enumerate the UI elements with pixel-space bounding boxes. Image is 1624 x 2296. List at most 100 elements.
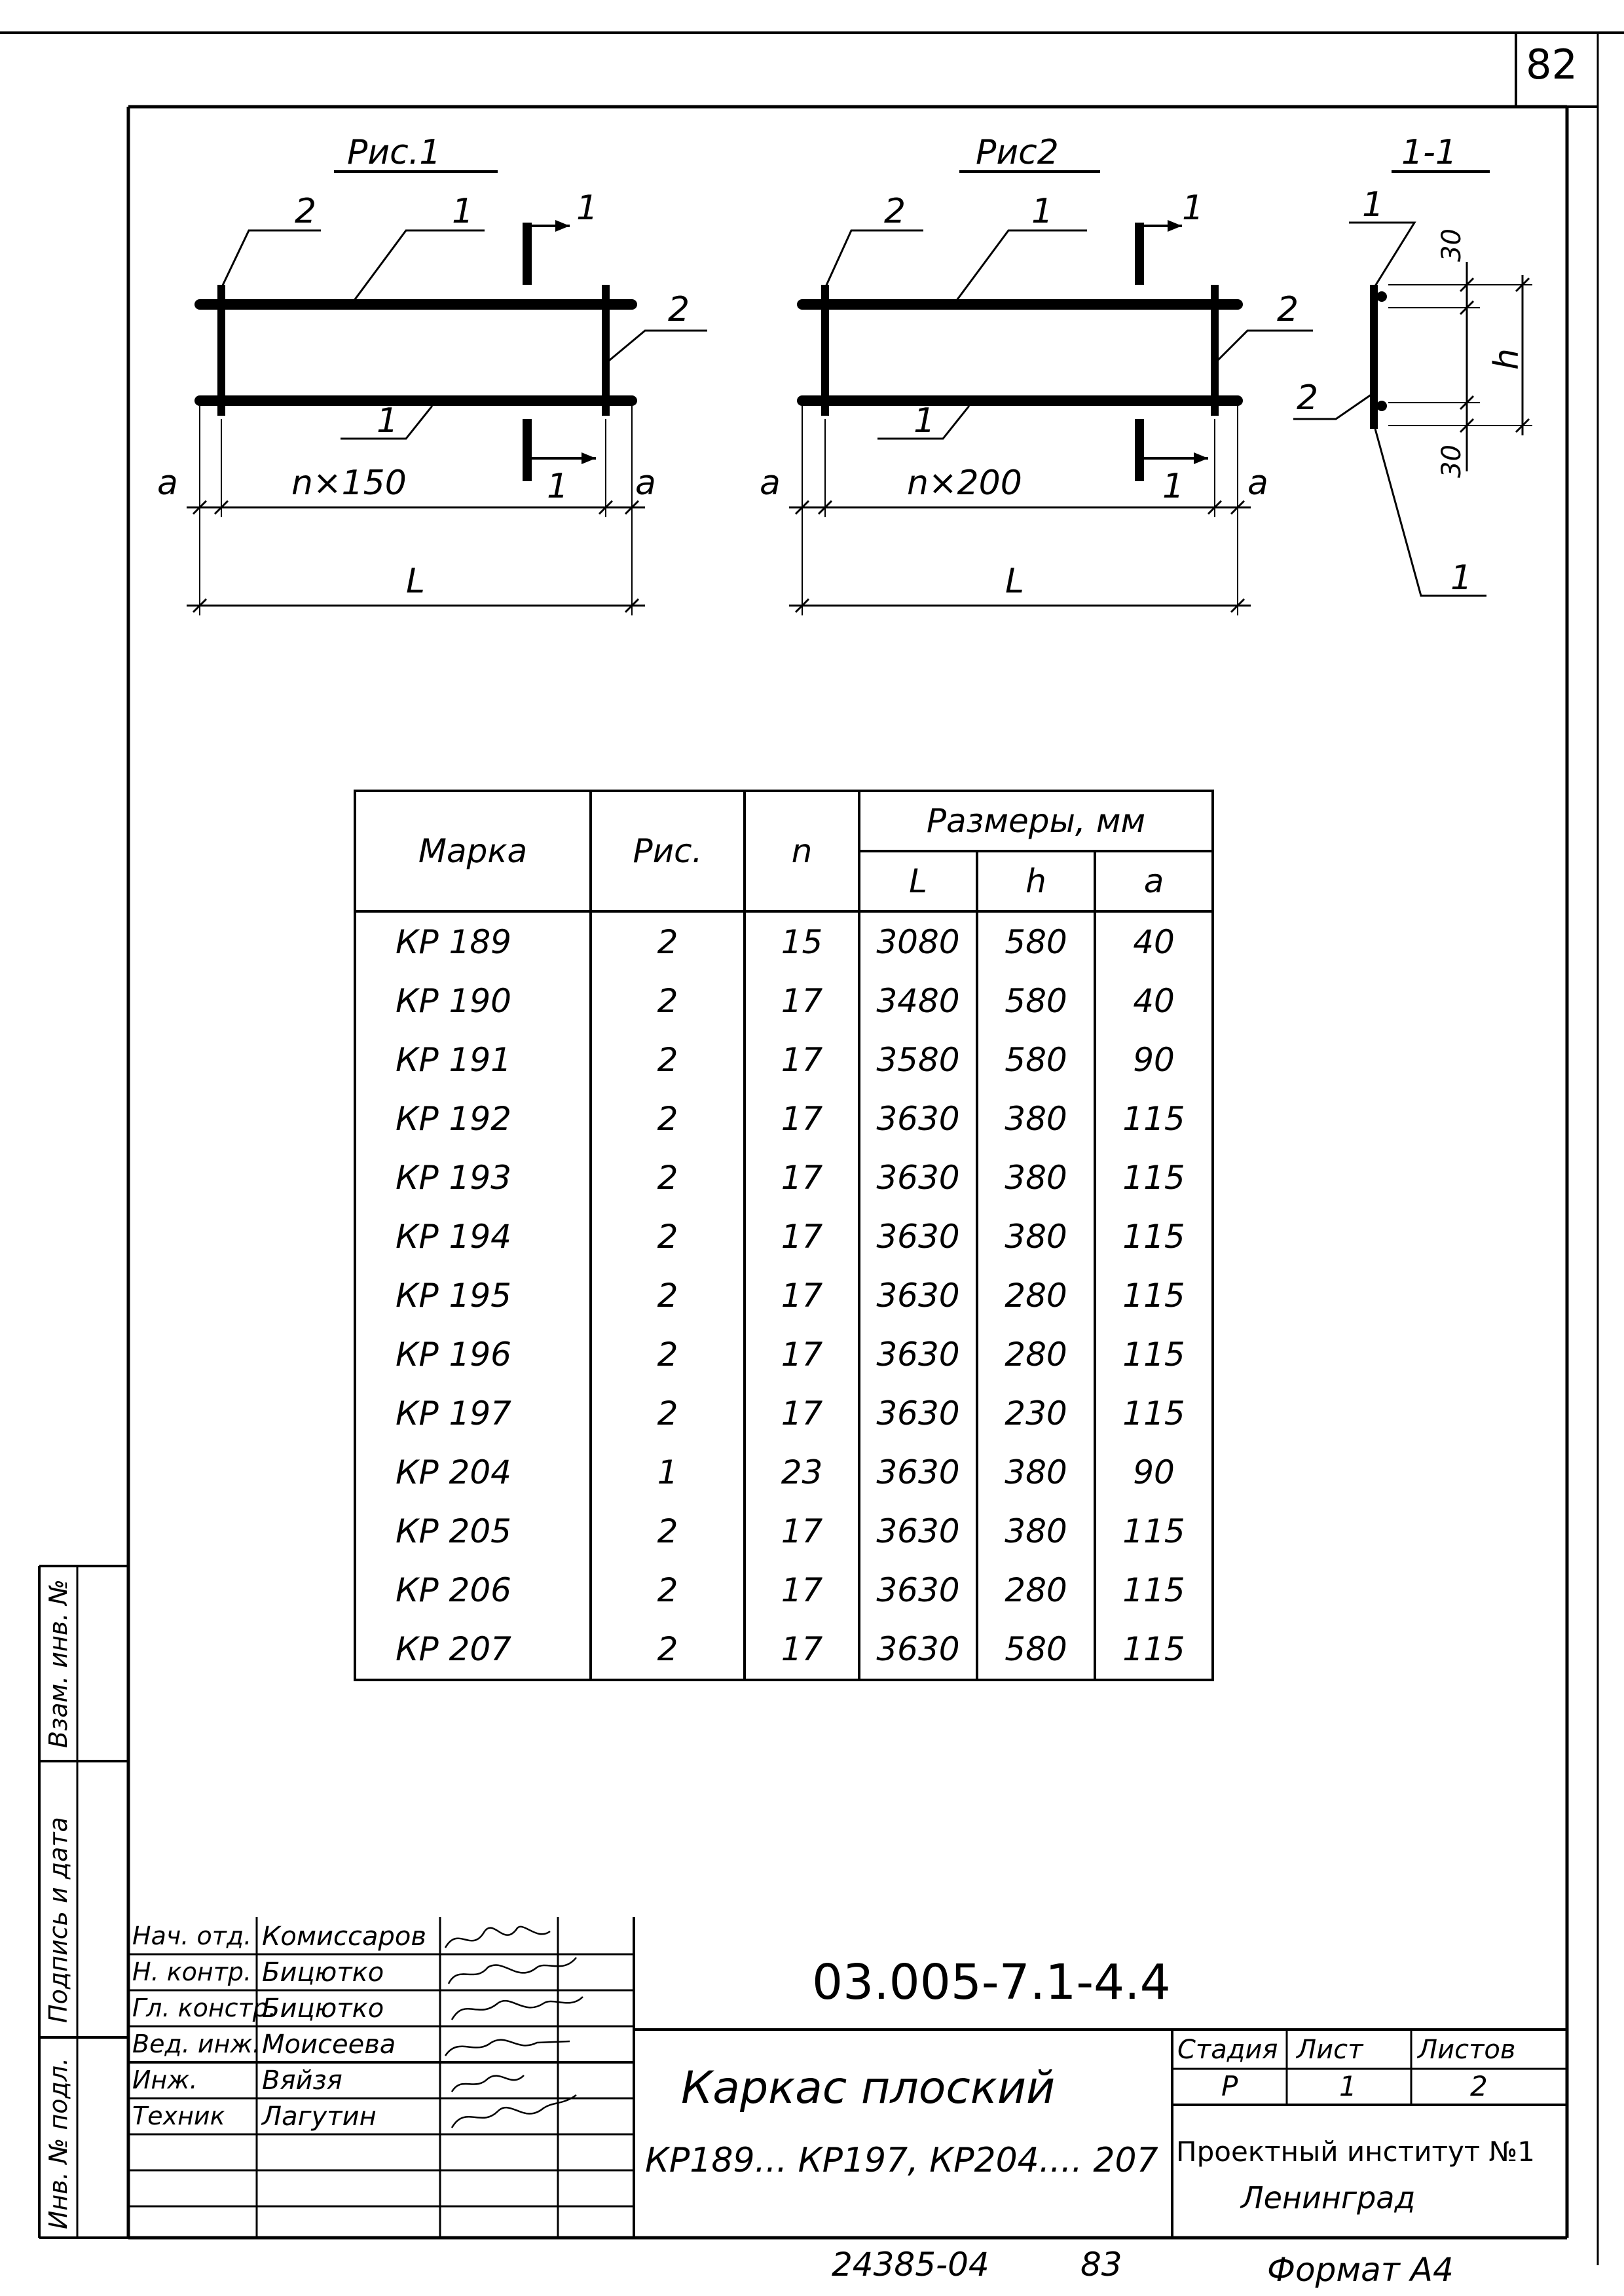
section-callout-bottom: 1: [1450, 558, 1472, 598]
cell-fig: 2: [589, 1148, 746, 1207]
fig1-callout-1-top: 1: [452, 192, 473, 231]
format-label: Формат А4: [1267, 2251, 1454, 2289]
cell-a: 115: [1093, 1089, 1215, 1148]
cell-h: 580: [976, 1030, 1096, 1089]
cell-fig: 2: [589, 1502, 746, 1561]
header-fig: Рис.: [589, 790, 746, 913]
fig1-dim-a-right: a: [635, 464, 656, 503]
org-line2: Ленинград: [1241, 2180, 1416, 2215]
doc-title-line2: КР189... КР197, КР204.... 207: [645, 2141, 1158, 2180]
fig2-title: Рис2: [976, 133, 1059, 172]
cell-h: 380: [976, 1089, 1096, 1148]
header-mark: Марка: [354, 790, 592, 913]
cell-L: 3630: [858, 1089, 978, 1148]
cell-fig: 2: [589, 1266, 746, 1325]
cell-mark: КР 194: [354, 1207, 592, 1266]
cell-mark: КР 204: [354, 1443, 592, 1502]
org-line1: Проектный институт №1: [1176, 2136, 1536, 2168]
staff-role: Техник: [132, 2102, 225, 2130]
doc-code: 03.005-7.1-4.4: [812, 1954, 1171, 2011]
cell-a: 90: [1093, 1030, 1215, 1089]
fig2-section-mark-bottom: 1: [1162, 467, 1184, 506]
cell-a: 115: [1093, 1207, 1215, 1266]
cell-mark: КР 193: [354, 1148, 592, 1207]
fig1-section-mark-bottom: 1: [547, 467, 568, 506]
cell-a: 115: [1093, 1561, 1215, 1620]
cell-h: 380: [976, 1148, 1096, 1207]
cell-mark: КР 192: [354, 1089, 592, 1148]
header-n: n: [743, 790, 860, 913]
stamp-replaced-inv: Взам. инв. №: [44, 1579, 73, 1748]
cell-a: 40: [1093, 911, 1215, 972]
cell-a: 90: [1093, 1443, 1215, 1502]
cell-n: 17: [743, 1266, 860, 1325]
cell-fig: 2: [589, 1325, 746, 1384]
section-callout-top: 1: [1362, 185, 1384, 225]
fig2-callout-1-top: 1: [1031, 192, 1053, 231]
stage-label: Стадия: [1177, 2035, 1278, 2065]
cell-mark: КР 196: [354, 1325, 592, 1384]
fig1-callout-1-bottom: 1: [377, 401, 398, 441]
fig2-dim-a-right: a: [1247, 464, 1268, 503]
cell-mark: КР 195: [354, 1266, 592, 1325]
section-dim-top: 30: [1437, 228, 1467, 262]
fig1-dim-a-left: a: [157, 464, 178, 503]
header-sizes: Размеры, мм: [857, 790, 1215, 852]
figure-1: [187, 170, 707, 615]
cell-mark: КР 190: [354, 972, 592, 1030]
fig1-title: Рис.1: [347, 133, 441, 172]
archive-number: 24385-04: [832, 2246, 989, 2284]
section-dim-bottom: 30: [1437, 445, 1467, 478]
cell-L: 3630: [858, 1620, 978, 1681]
cell-L: 3630: [858, 1266, 978, 1325]
cell-a: 115: [1093, 1266, 1215, 1325]
fig2-callout-1-bottom: 1: [913, 401, 935, 441]
fig1-section-mark-top: 1: [576, 189, 598, 228]
archive-page: 83: [1080, 2246, 1122, 2284]
cell-a: 115: [1093, 1325, 1215, 1384]
doc-title-line1: Каркас плоский: [681, 2062, 1056, 2114]
cell-h: 230: [976, 1384, 1096, 1443]
header-L: L: [858, 850, 978, 913]
cell-a: 115: [1093, 1384, 1215, 1443]
cell-L: 3630: [858, 1207, 978, 1266]
fig2-section-mark-top: 1: [1182, 189, 1204, 228]
cell-a: 115: [1093, 1620, 1215, 1681]
cell-n: 15: [743, 911, 860, 972]
cell-h: 280: [976, 1266, 1096, 1325]
cell-n: 17: [743, 1384, 860, 1443]
cell-L: 3630: [858, 1325, 978, 1384]
cell-n: 17: [743, 1620, 860, 1681]
cell-mark: КР 207: [354, 1620, 592, 1681]
fig1-callout-2-left: 2: [295, 192, 316, 231]
cell-fig: 2: [589, 1384, 746, 1443]
fig1-dim-n: n×150: [291, 464, 407, 503]
stamp-sign-date: Подпись и дата: [44, 1817, 73, 2023]
staff-role: Инж.: [132, 2066, 198, 2094]
cell-fig: 2: [589, 911, 746, 972]
section-callout-left: 2: [1297, 378, 1318, 418]
staff-name: Моисеева: [262, 2030, 396, 2060]
cell-L: 3630: [858, 1384, 978, 1443]
sheets-label: Листов: [1418, 2035, 1516, 2065]
cell-mark: КР 191: [354, 1030, 592, 1089]
staff-name: Вяйзя: [262, 2066, 342, 2096]
cell-n: 17: [743, 1502, 860, 1561]
cell-a: 115: [1093, 1148, 1215, 1207]
figure-2: [789, 170, 1313, 615]
cell-n: 17: [743, 1030, 860, 1089]
cell-L: 3630: [858, 1443, 978, 1502]
cell-fig: 2: [589, 1089, 746, 1148]
staff-role: Вед. инж.: [132, 2030, 261, 2058]
staff-name: Лагутин: [262, 2102, 377, 2132]
sheet-value: 1: [1339, 2070, 1357, 2102]
fig1-callout-2-right: 2: [668, 290, 690, 329]
